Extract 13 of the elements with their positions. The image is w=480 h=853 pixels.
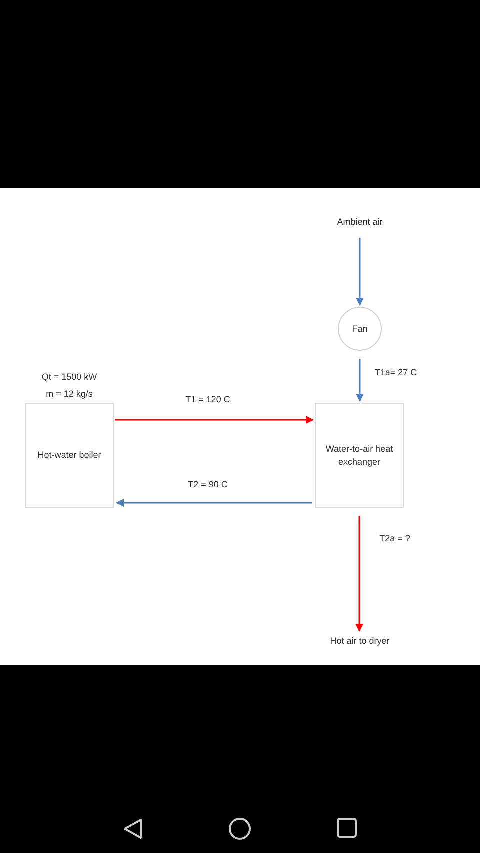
arrow xyxy=(356,359,364,402)
node-annotation: Qt = 1500 kW xyxy=(40,371,98,384)
node-annotation: m = 12 kg/s xyxy=(45,388,94,401)
node-text: Ambient air xyxy=(336,216,384,228)
arrow xyxy=(116,499,312,507)
node-text: Hot-water boiler xyxy=(36,449,102,462)
node-text: Hot air to dryer xyxy=(329,634,391,648)
node-text: Fan xyxy=(351,322,369,336)
arrow xyxy=(356,238,364,306)
process-box xyxy=(315,403,404,508)
node-text: Water-to-air heat exchanger xyxy=(324,442,394,468)
arrow xyxy=(356,516,364,632)
arrow xyxy=(115,416,314,424)
